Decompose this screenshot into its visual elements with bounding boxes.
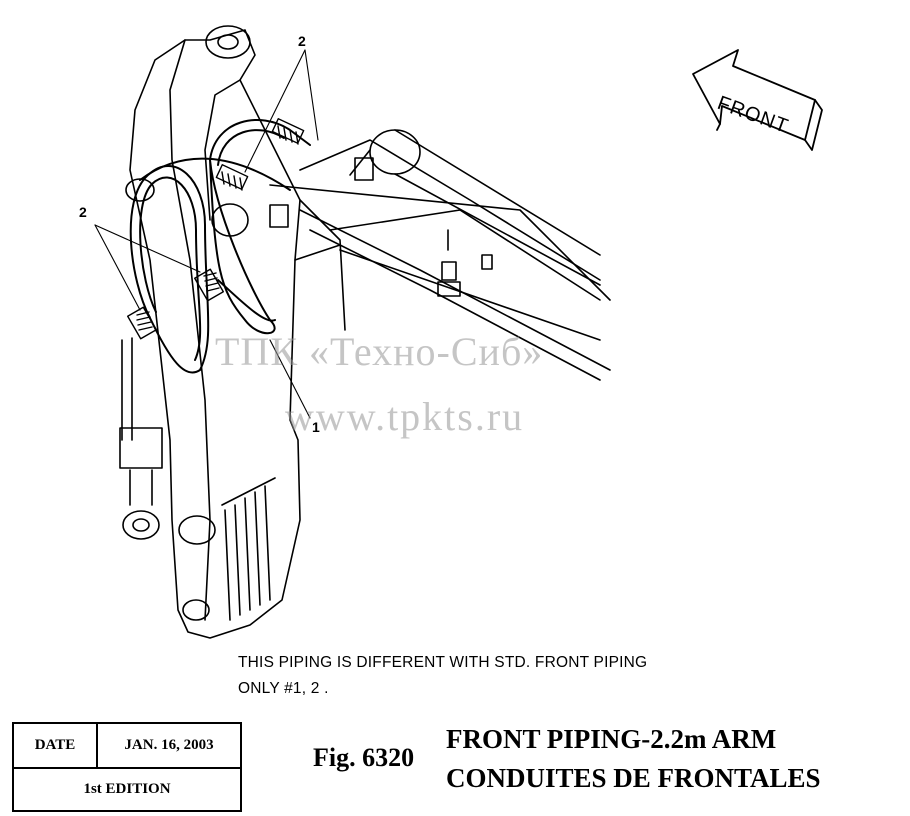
hose-loop-2 xyxy=(209,119,311,335)
watermark-url: www.tpkts.ru xyxy=(285,394,525,439)
figure-title-fr: CONDUITES DE FRONTALES xyxy=(446,763,821,793)
bucket-cylinder xyxy=(119,337,163,540)
callout-2-top: 2 xyxy=(298,33,306,49)
note-line-2: ONLY #1, 2 . xyxy=(238,680,329,697)
arm-body xyxy=(125,25,346,639)
watermark-company: ТПК «Техно-Сиб» xyxy=(215,329,544,374)
date-label: DATE xyxy=(14,724,98,767)
date-edition-table: DATE JAN. 16, 2003 1st EDITION xyxy=(12,722,242,812)
callout-1: 1 xyxy=(312,419,320,435)
callout-2-left: 2 xyxy=(79,204,87,220)
date-value: JAN. 16, 2003 xyxy=(124,737,214,753)
hose-fittings xyxy=(127,118,305,340)
front-arrow xyxy=(692,49,823,151)
arm-cylinder xyxy=(269,129,611,381)
note-line-1: THIS PIPING IS DIFFERENT WITH STD. FRONT… xyxy=(238,654,648,671)
figure-number: Fig. 6320 xyxy=(313,743,415,772)
figure-title-en: FRONT PIPING-2.2m ARM xyxy=(446,724,777,754)
arm-piping-drawing xyxy=(94,25,823,639)
table-divider xyxy=(14,767,240,769)
leader-lines xyxy=(94,49,319,419)
edition-label: 1st EDITION xyxy=(83,781,171,797)
